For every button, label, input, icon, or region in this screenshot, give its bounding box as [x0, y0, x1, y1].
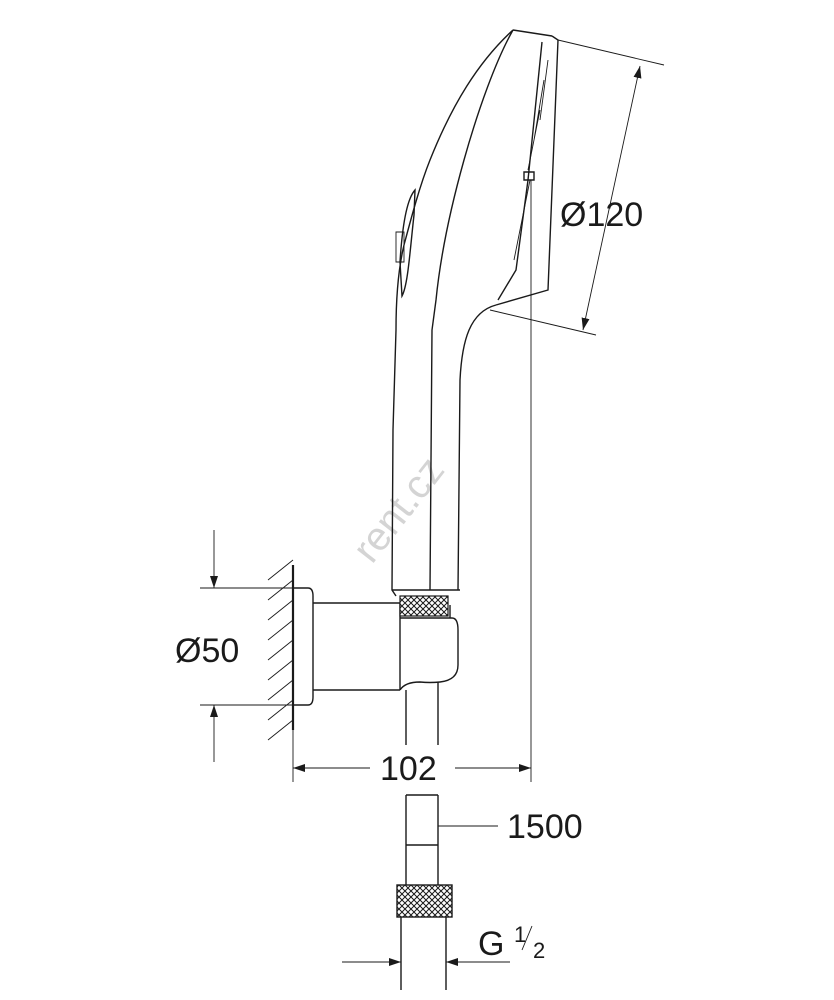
- holder-diameter-label: Ø50: [175, 632, 239, 670]
- thread-dimension: G 1 2: [342, 922, 545, 966]
- hose-nut: [396, 884, 453, 918]
- thread-numerator: 1: [514, 922, 526, 947]
- projection-label: 102: [380, 750, 437, 788]
- hose-length-dimension: 1500: [438, 808, 583, 846]
- hose-upper: [405, 682, 439, 745]
- spray-button: [399, 188, 416, 299]
- hose-length-label: 1500: [507, 808, 583, 846]
- projection-dimension: 102: [292, 705, 531, 788]
- hose-lower: [396, 794, 453, 990]
- thread-denominator: 2: [533, 938, 545, 963]
- watermark-text: rent.cz: [344, 449, 453, 571]
- wall: [267, 559, 295, 741]
- shower-holder: [313, 602, 459, 691]
- handle-nut: [399, 595, 449, 617]
- wall-rosette: [293, 587, 314, 706]
- thread-prefix: G: [478, 925, 504, 963]
- head-diameter-dimension: Ø120: [489, 39, 665, 336]
- head-diameter-label: Ø120: [560, 196, 643, 234]
- holder-diameter-dimension: Ø50: [175, 530, 293, 762]
- hand-shower: [391, 29, 559, 597]
